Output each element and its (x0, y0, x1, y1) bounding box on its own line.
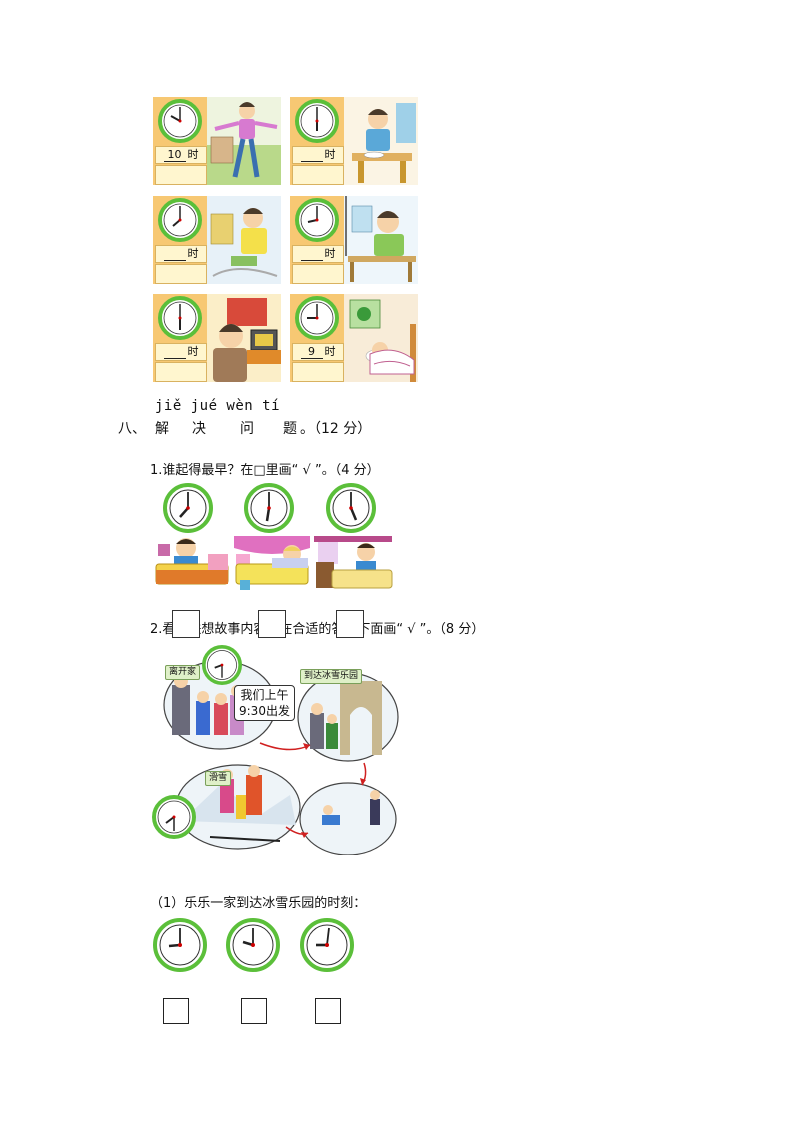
answer-checkbox-2[interactable] (241, 998, 267, 1024)
time-answer: 时 (155, 343, 207, 361)
section-title-char: 决 (192, 421, 206, 437)
clock-icon (153, 918, 207, 972)
clock-icon (158, 99, 202, 147)
time-answer: 时 (155, 245, 207, 263)
story-illustration: 离开家 到达冰雪乐园 滑雪 我们上午 9:30出发 (150, 645, 400, 855)
overlay-box (172, 610, 200, 638)
clock-icon (152, 795, 196, 839)
time-answer: 时 (292, 245, 344, 263)
clock-icon (226, 918, 280, 972)
q1-clock-2 (244, 483, 294, 537)
time-card-3: 时 (153, 196, 281, 284)
clock-icon (295, 296, 339, 344)
story-tag-leave-home: 离开家 (165, 665, 201, 680)
section-score: 。（12 分） (300, 421, 372, 437)
boy-sleeping-illustration (344, 294, 418, 382)
overlay-box (336, 610, 364, 638)
speech-bubble: 我们上午 9:30出发 (234, 685, 295, 721)
choice-clock-1 (153, 918, 207, 976)
boy-eating-illustration (344, 97, 418, 185)
subquestion-1-text: （1）乐乐一家到达冰雪乐园的时刻： (150, 896, 367, 911)
section-title-char: 解 (155, 421, 169, 437)
boy-walking-illustration (207, 97, 281, 185)
child-waking-bed-2-illustration (234, 536, 310, 590)
question-2-text: 2.看图联想故事内容，在合适的答案下面画“ √ ”。（8 分） (150, 622, 485, 637)
clock-icon (295, 99, 339, 147)
answer-checkbox-3[interactable] (315, 998, 341, 1024)
question-1-text: 1.谁起得最早？在□里画“ √ ”。（4 分） (150, 463, 380, 478)
clock-icon (300, 918, 354, 972)
clock-icon (202, 645, 242, 685)
clock-icon (326, 483, 376, 533)
choice-clock-3 (300, 918, 354, 976)
q1-clock-1 (163, 483, 213, 537)
q1-clock-3 (326, 483, 376, 537)
boy-washing-illustration (207, 196, 281, 284)
boy-watching-tv-illustration (207, 294, 281, 382)
overlay-box (258, 610, 286, 638)
clock-icon (295, 198, 339, 246)
clock-icon (244, 483, 294, 533)
time-answer: 时 (292, 146, 344, 164)
section-title-char: 题 (283, 421, 297, 437)
section-number: 八、 (118, 421, 146, 437)
child-dressing-bed-3-illustration (314, 536, 393, 589)
section-pinyin: jiě jué wèn tí (155, 398, 281, 414)
story-tag-arrive-park: 到达冰雪乐园 (300, 669, 363, 684)
story-tag-skiing: 滑雪 (205, 771, 232, 786)
child-waking-bed-1-illustration (155, 538, 229, 585)
clock-icon (158, 198, 202, 246)
boy-writing-illustration (344, 196, 418, 284)
time-card-2: 时 (290, 97, 418, 185)
time-card-4: 时 (290, 196, 418, 284)
answer-checkbox-1[interactable] (163, 998, 189, 1024)
choice-clock-2 (226, 918, 280, 976)
time-card-5: 时 (153, 294, 281, 382)
clock-icon (163, 483, 213, 533)
section-title-char: 问 (240, 421, 254, 437)
clock-icon (158, 296, 202, 344)
